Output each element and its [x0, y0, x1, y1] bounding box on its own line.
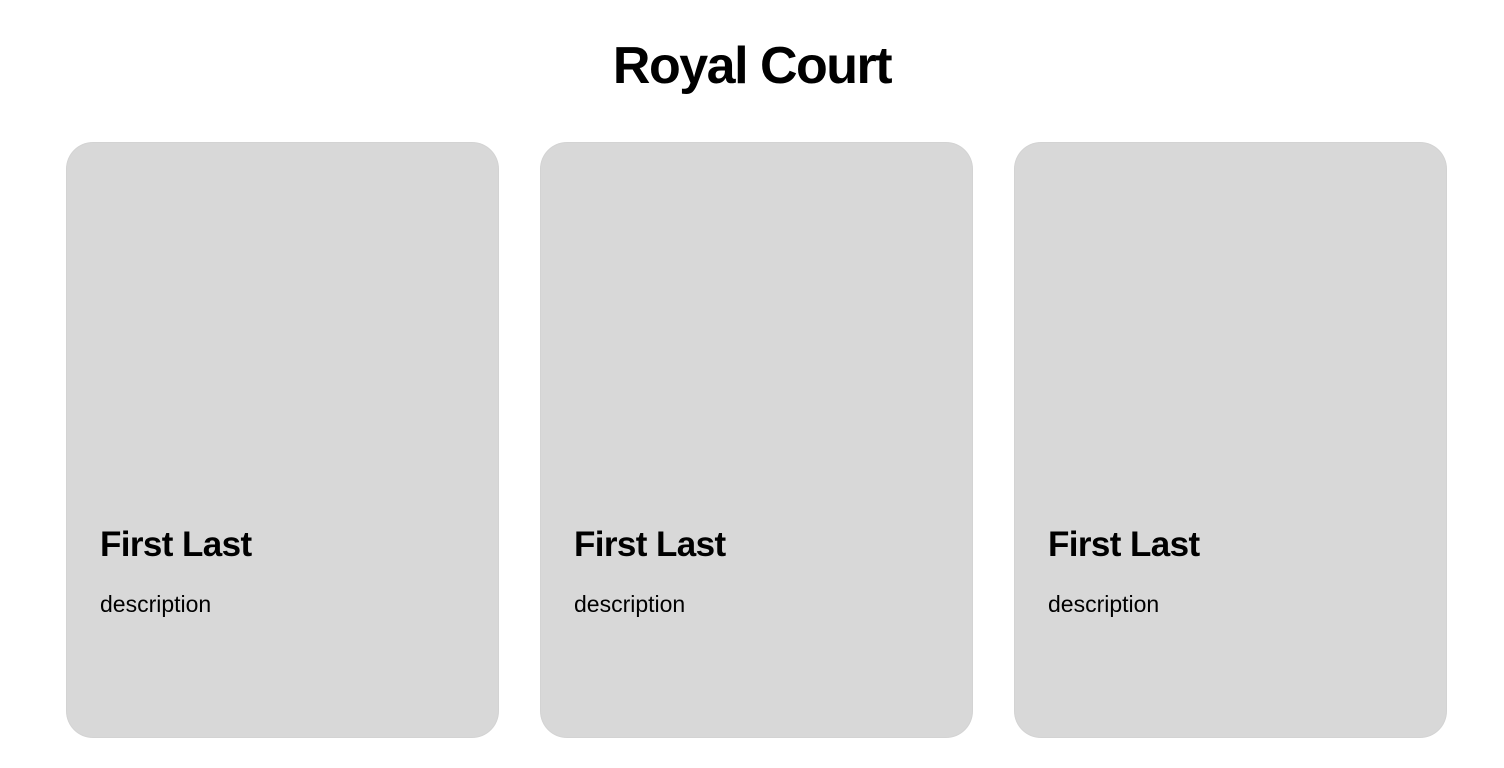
card-name: First Last: [100, 525, 252, 564]
profile-card-2[interactable]: First Last description: [541, 143, 972, 737]
card-description: description: [574, 591, 686, 617]
profile-card-1[interactable]: First Last description: [67, 143, 498, 737]
card-name: First Last: [574, 525, 726, 564]
page-title: Royal Court: [612, 37, 893, 95]
card-description: description: [1048, 591, 1160, 617]
card-description: description: [100, 591, 212, 617]
profile-card-3[interactable]: First Last description: [1015, 143, 1446, 737]
card-name: First Last: [1048, 525, 1200, 564]
card-grid: First Last description First Last descri…: [67, 143, 1446, 737]
